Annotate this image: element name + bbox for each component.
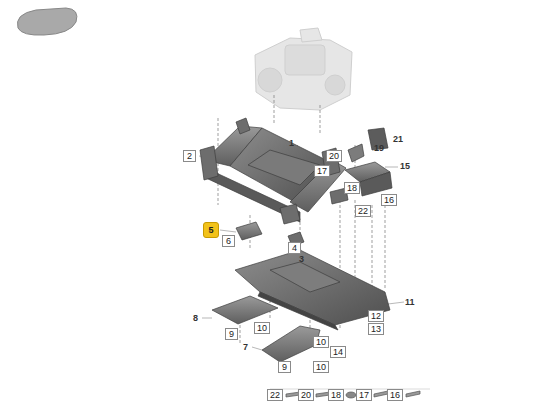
callout-number: 20 [298, 389, 314, 401]
callout-leaders [199, 145, 404, 350]
mount-parts [330, 128, 392, 204]
underbody-shield [235, 250, 390, 330]
vehicle-icon [17, 8, 77, 35]
callout-number: 11 [404, 297, 416, 307]
motor-ghost [255, 28, 352, 110]
callout-number: 16 [387, 389, 403, 401]
callout-number: 13 [368, 323, 384, 335]
highlighted-callout: 5 [203, 222, 219, 238]
callout-number: 17 [314, 165, 330, 177]
callout-number: 10 [254, 322, 270, 334]
callout-number: 18 [344, 182, 360, 194]
callout-number: 17 [356, 389, 372, 401]
callout-number: 12 [368, 310, 384, 322]
callout-number: 3 [298, 254, 305, 264]
callout-number: 2 [183, 150, 196, 162]
callout-number: 16 [381, 194, 397, 206]
callout-number: 22 [267, 389, 283, 401]
callout-number: 14 [330, 346, 346, 358]
callout-number: 19 [373, 143, 385, 153]
callout-number: 10 [313, 336, 329, 348]
fastener-icons [270, 389, 430, 398]
callout-number: 15 [399, 161, 411, 171]
callout-number: 7 [242, 342, 249, 352]
callout-number: 9 [225, 328, 238, 340]
callout-number: 20 [326, 150, 342, 162]
subframe [200, 118, 346, 224]
callout-number: 4 [288, 242, 301, 254]
callout-number: 1 [288, 138, 295, 148]
callout-number: 8 [192, 313, 199, 323]
callout-number: 9 [278, 361, 291, 373]
callout-number: 10 [313, 361, 329, 373]
side-panel [262, 326, 320, 362]
side-panel [212, 296, 278, 324]
callout-number: 22 [355, 205, 371, 217]
callout-number: 21 [392, 134, 404, 144]
callout-number: 6 [222, 235, 235, 247]
callout-number: 18 [328, 389, 344, 401]
